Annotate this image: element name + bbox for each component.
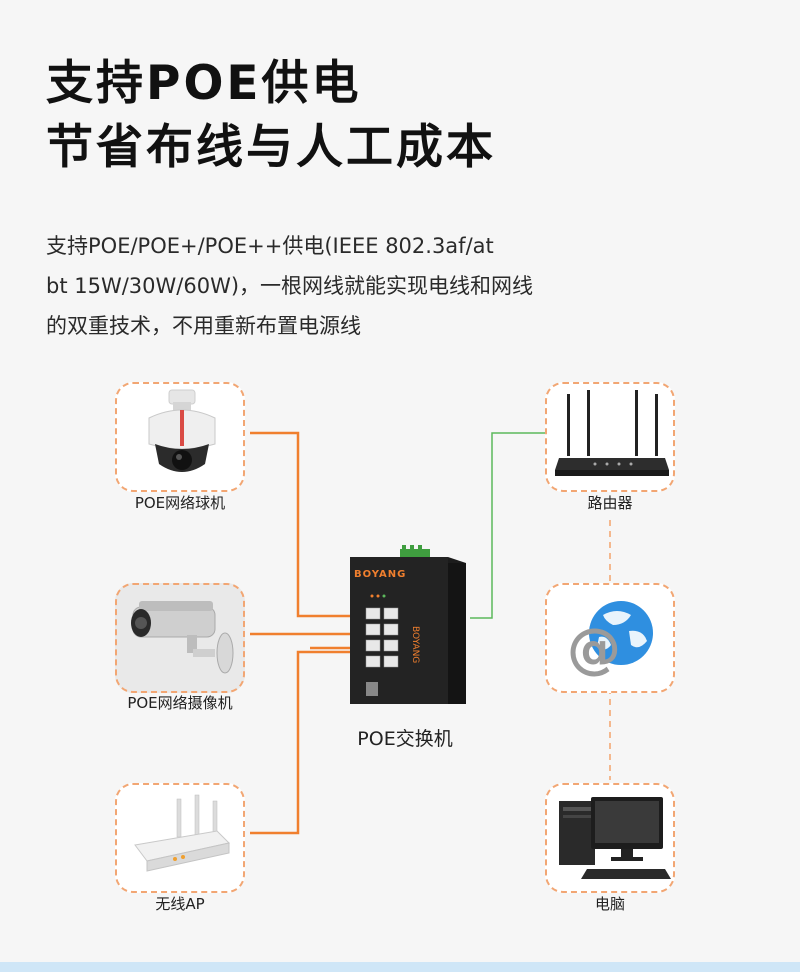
headline-line-1: 支持POE供电 bbox=[46, 56, 362, 111]
bullet-camera-icon bbox=[131, 601, 234, 674]
dome-camera-icon bbox=[148, 389, 216, 472]
ap-cable-a bbox=[250, 650, 368, 835]
dome-camera-cable bbox=[250, 431, 368, 618]
router-label: 路由器 bbox=[587, 494, 633, 512]
router-card bbox=[545, 382, 675, 492]
dome-camera-label: POE网络球机 bbox=[134, 494, 226, 512]
switch-label: POE交换机 bbox=[357, 728, 453, 750]
at-symbol-glyph: @ bbox=[567, 617, 621, 680]
description: 支持POE/POE+/POE++供电(IEEE 802.3af/at bt 15… bbox=[46, 226, 646, 346]
dome-camera-card bbox=[115, 382, 245, 492]
description-line-1: 支持POE/POE+/POE++供电(IEEE 802.3af/at bbox=[46, 234, 494, 258]
headline: 支持POE供电 节省布线与人工成本 bbox=[46, 52, 496, 180]
headline-line-2: 节省布线与人工成本 bbox=[46, 120, 496, 175]
router-icon bbox=[555, 390, 669, 476]
wireless-ap-icon bbox=[134, 794, 230, 872]
switch-brand: BOYANG bbox=[354, 569, 407, 580]
globe-at-icon: @ bbox=[567, 601, 653, 680]
router-uplink bbox=[470, 432, 545, 619]
description-line-2: bt 15W/30W/60W)，一根网线就能实现电线和网线 bbox=[46, 274, 534, 298]
switch-brand-side: BOYANG bbox=[410, 626, 420, 664]
bullet-camera-card bbox=[115, 583, 245, 693]
desktop-computer-icon bbox=[559, 797, 671, 879]
internet-card: @ bbox=[545, 583, 675, 693]
computer-label: 电脑 bbox=[594, 895, 625, 913]
computer-card bbox=[545, 783, 675, 893]
wireless-ap-label: 无线AP bbox=[155, 895, 205, 913]
bottom-strip bbox=[0, 962, 800, 972]
wireless-ap-card bbox=[115, 783, 245, 893]
bullet-camera-label: POE网络摄像机 bbox=[127, 694, 233, 712]
description-line-3: 的双重技术，不用重新布置电源线 bbox=[46, 314, 361, 338]
